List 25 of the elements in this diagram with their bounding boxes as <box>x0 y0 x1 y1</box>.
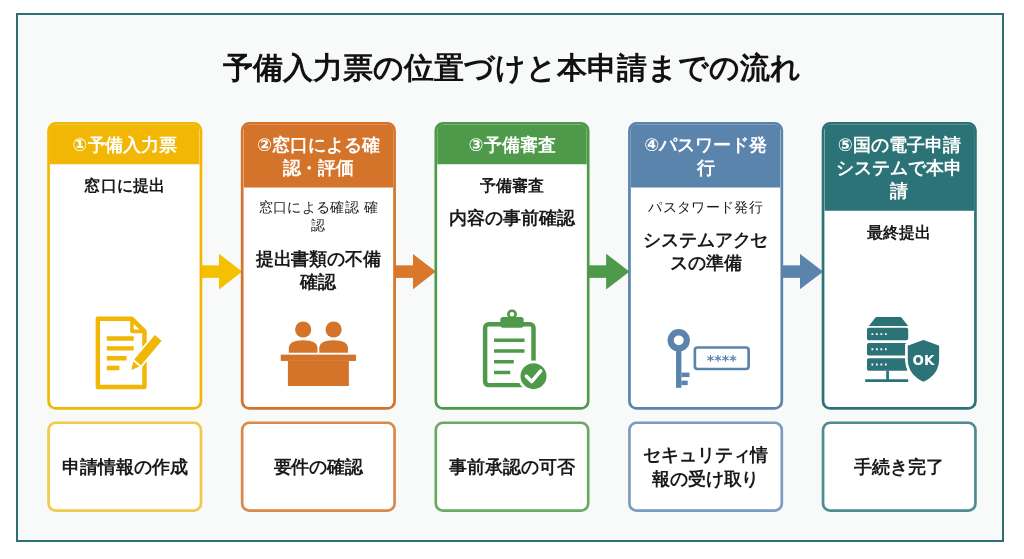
step-text: システムアクセスの準備 <box>641 227 770 275</box>
step-heading: ③予備審査 <box>437 124 587 165</box>
arrow <box>781 253 824 290</box>
step-text: 最終提出 <box>866 221 932 243</box>
password-field: **** <box>693 346 750 371</box>
step-text: 予備審査 <box>479 174 545 196</box>
result-text: 要件の確認 <box>273 455 364 479</box>
arrow <box>394 253 436 290</box>
step-text: 内容の事前確認 <box>449 206 575 230</box>
result-text: 手続き完了 <box>854 455 945 479</box>
title: 予備入力票の位置づけと本申請までの流れ <box>222 49 802 87</box>
result-text: セキュリティ情報の受け取り <box>641 443 770 490</box>
result-text: 申請情報の作成 <box>62 455 188 479</box>
step-text: 窓口に提出 <box>84 174 166 196</box>
result-text: 事前承認の可否 <box>449 455 575 479</box>
arrow <box>588 253 630 290</box>
step-heading: ①予備入力票 <box>49 124 200 165</box>
step-text: パスタワード発行 <box>648 198 763 217</box>
step-heading: ⑤国の電子申請システムで本申請 <box>824 124 975 211</box>
step-text: 窓口による確認 確認 <box>257 198 380 236</box>
shield-icon: OK <box>905 337 942 385</box>
step-text: 提出書類の不備確認 <box>254 246 383 293</box>
step-heading: ②窓口による確認・評価 <box>243 124 394 188</box>
step-heading: ④パスワード発行 <box>630 124 781 188</box>
arrow <box>200 253 243 290</box>
